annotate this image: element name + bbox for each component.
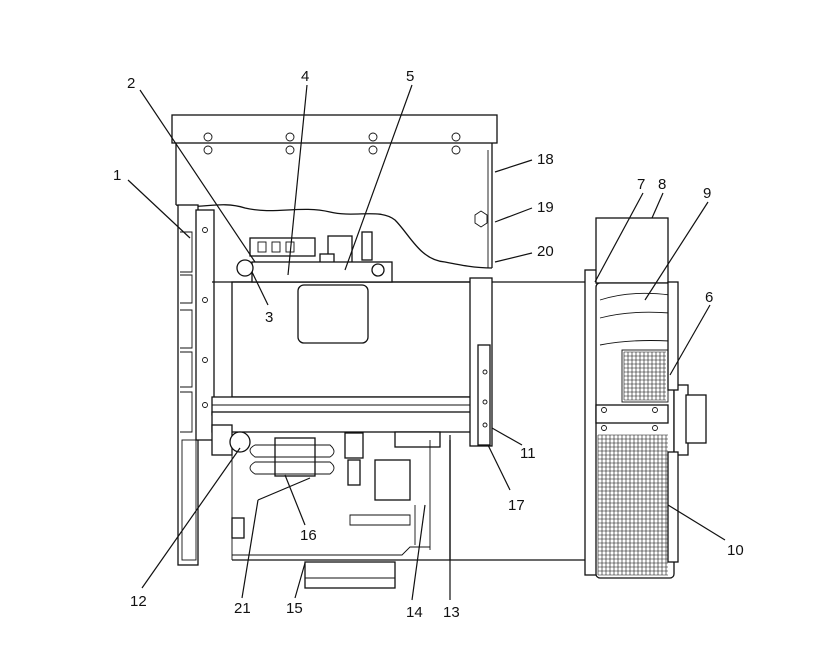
callout-6: 6 [705,289,713,306]
callout-18: 18 [537,151,554,168]
callout-13: 13 [443,604,460,621]
fan-screen-grid [597,351,668,576]
fan-housing [584,217,707,579]
callout-8: 8 [658,176,666,193]
callout-14: 14 [406,604,423,621]
voltage-regulator-assembly [236,231,400,283]
callout-15: 15 [286,600,303,617]
callout-20: 20 [537,243,554,260]
terminal-box-cover [171,114,498,269]
callout-19: 19 [537,199,554,216]
callout-1: 1 [113,167,121,184]
callout-3: 3 [265,309,273,326]
callout-2: 2 [127,75,135,92]
callout-10: 10 [727,542,744,559]
callout-5: 5 [406,68,414,85]
callout-17: 17 [508,497,525,514]
callout-21: 21 [234,600,251,617]
callout-12: 12 [130,593,147,610]
left-end-bracket [177,204,215,566]
callout-labels: 1 2 3 4 5 6 7 8 9 10 11 12 13 14 15 16 1… [113,68,744,621]
callout-16: 16 [300,527,317,544]
callout-9: 9 [703,185,711,202]
callout-leaders [127,84,726,601]
callout-7: 7 [637,176,645,193]
callout-11: 11 [520,445,536,462]
lower-components [211,424,441,589]
callout-4: 4 [301,68,309,85]
